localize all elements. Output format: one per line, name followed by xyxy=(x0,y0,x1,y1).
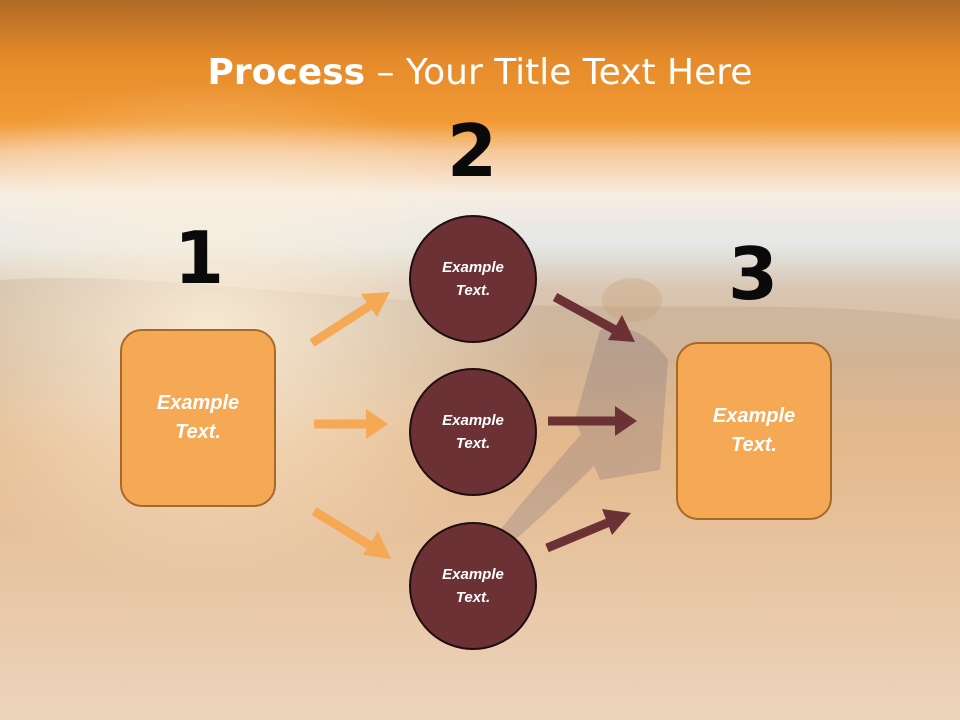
process-circle-bottom[interactable]: Example Text. xyxy=(409,522,537,650)
arrow-to-bottom-circle xyxy=(311,507,391,559)
inbound-arrows xyxy=(309,292,391,559)
process-box-left-label: Example Text. xyxy=(156,392,240,443)
arrow-from-middle-circle xyxy=(548,406,637,436)
process-circle-top[interactable]: Example Text. xyxy=(409,215,537,343)
title-bold: Process xyxy=(207,52,366,93)
step-number-3: 3 xyxy=(727,232,779,316)
title-rest: – Your Title Text Here xyxy=(365,52,753,93)
arrow-to-top-circle xyxy=(309,292,390,347)
arrow-to-middle-circle xyxy=(314,409,388,439)
step-number-1: 1 xyxy=(173,216,225,300)
process-circle-middle[interactable]: Example Text. xyxy=(409,368,537,496)
arrow-from-bottom-circle xyxy=(545,509,631,553)
process-circle-bottom-label: Example Text. xyxy=(442,566,504,606)
process-circle-top-label: Example Text. xyxy=(442,259,504,299)
slide-title: Process – Your Title Text Here xyxy=(0,52,960,93)
process-box-right-label: Example Text. xyxy=(712,405,796,456)
process-box-left[interactable]: Example Text. xyxy=(120,329,276,507)
process-box-right[interactable]: Example Text. xyxy=(676,342,832,520)
arrow-from-top-circle xyxy=(552,293,635,342)
process-circle-middle-label: Example Text. xyxy=(442,412,504,452)
step-number-2: 2 xyxy=(446,109,498,193)
outbound-arrows xyxy=(545,293,637,553)
